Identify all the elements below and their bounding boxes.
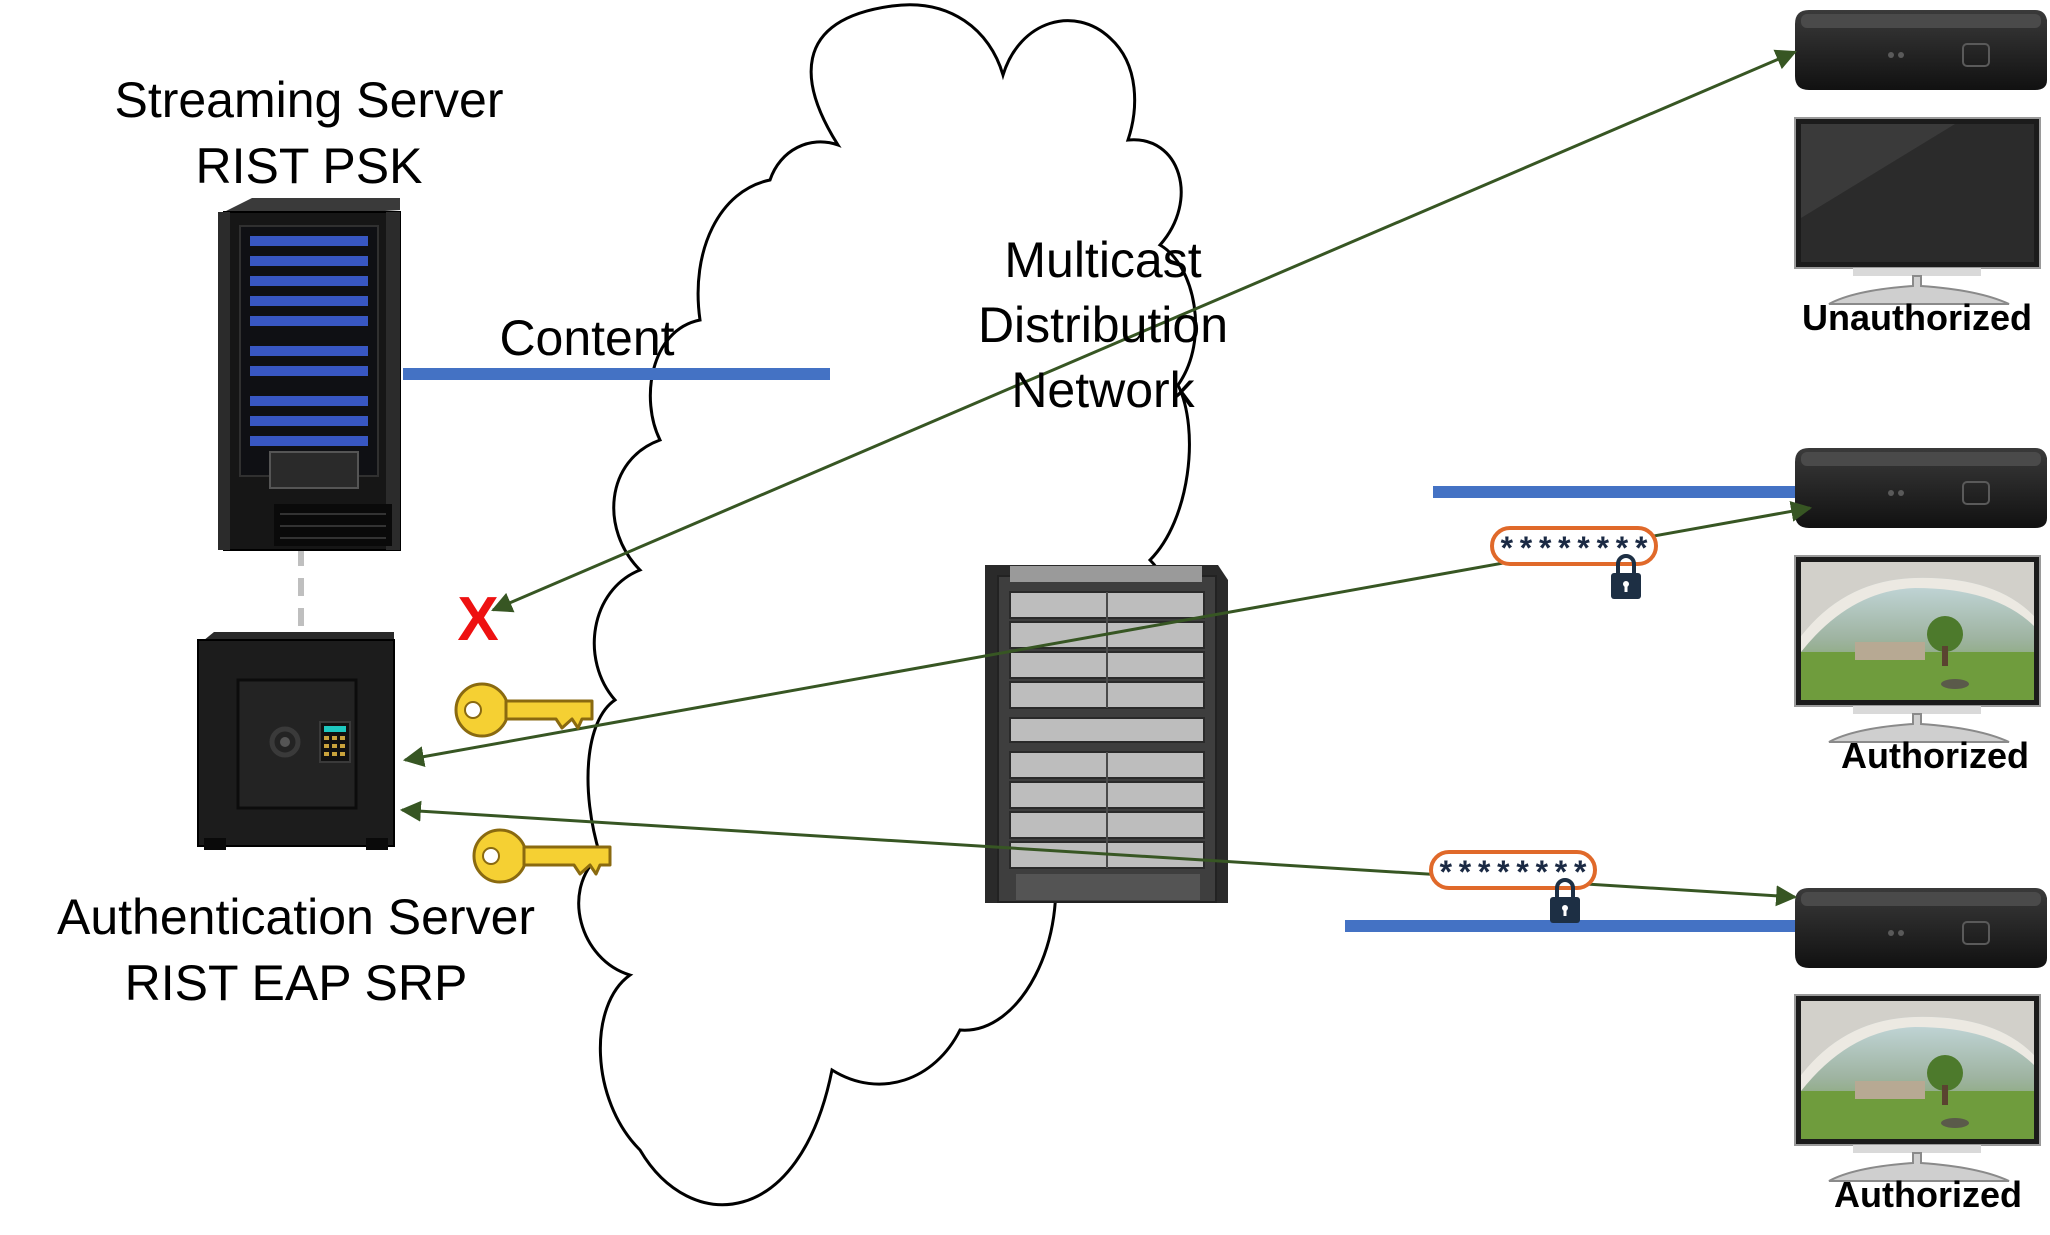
- password-badge-1: ********: [1490, 526, 1658, 570]
- set-top-box-3: [1794, 887, 2048, 969]
- monitor-3: [1794, 994, 2041, 1182]
- set-top-box-2: [1794, 447, 2048, 529]
- denied-marker: X: [457, 585, 498, 654]
- monitor-2: [1794, 555, 2041, 743]
- network-switch-icon: [985, 565, 1228, 903]
- key-icon: [454, 682, 594, 738]
- set-top-box-1: [1794, 9, 2048, 91]
- safe-icon: [197, 632, 395, 850]
- content-link-label: Content: [499, 310, 674, 366]
- password-badge-2: ********: [1429, 850, 1597, 894]
- masked-password: ********: [1497, 533, 1651, 570]
- cloud-label-line1: Multicast: [1004, 232, 1201, 288]
- streaming-server-title: Streaming Server: [114, 72, 503, 128]
- receiver-status-1: Unauthorized: [1802, 297, 2032, 338]
- cloud-label-line3: Network: [1011, 362, 1195, 418]
- monitor-1: [1794, 117, 2041, 305]
- receiver-status-3: Authorized: [1834, 1174, 2022, 1215]
- masked-password: ********: [1436, 857, 1590, 894]
- cloud-label-line2: Distribution: [978, 297, 1228, 353]
- auth-server-title: Authentication Server: [57, 889, 535, 945]
- receiver-status-2: Authorized: [1841, 735, 2029, 776]
- server-rack-icon: [218, 198, 401, 551]
- streaming-server-protocol: RIST PSK: [196, 138, 423, 194]
- auth-server-protocol: RIST EAP SRP: [125, 955, 468, 1011]
